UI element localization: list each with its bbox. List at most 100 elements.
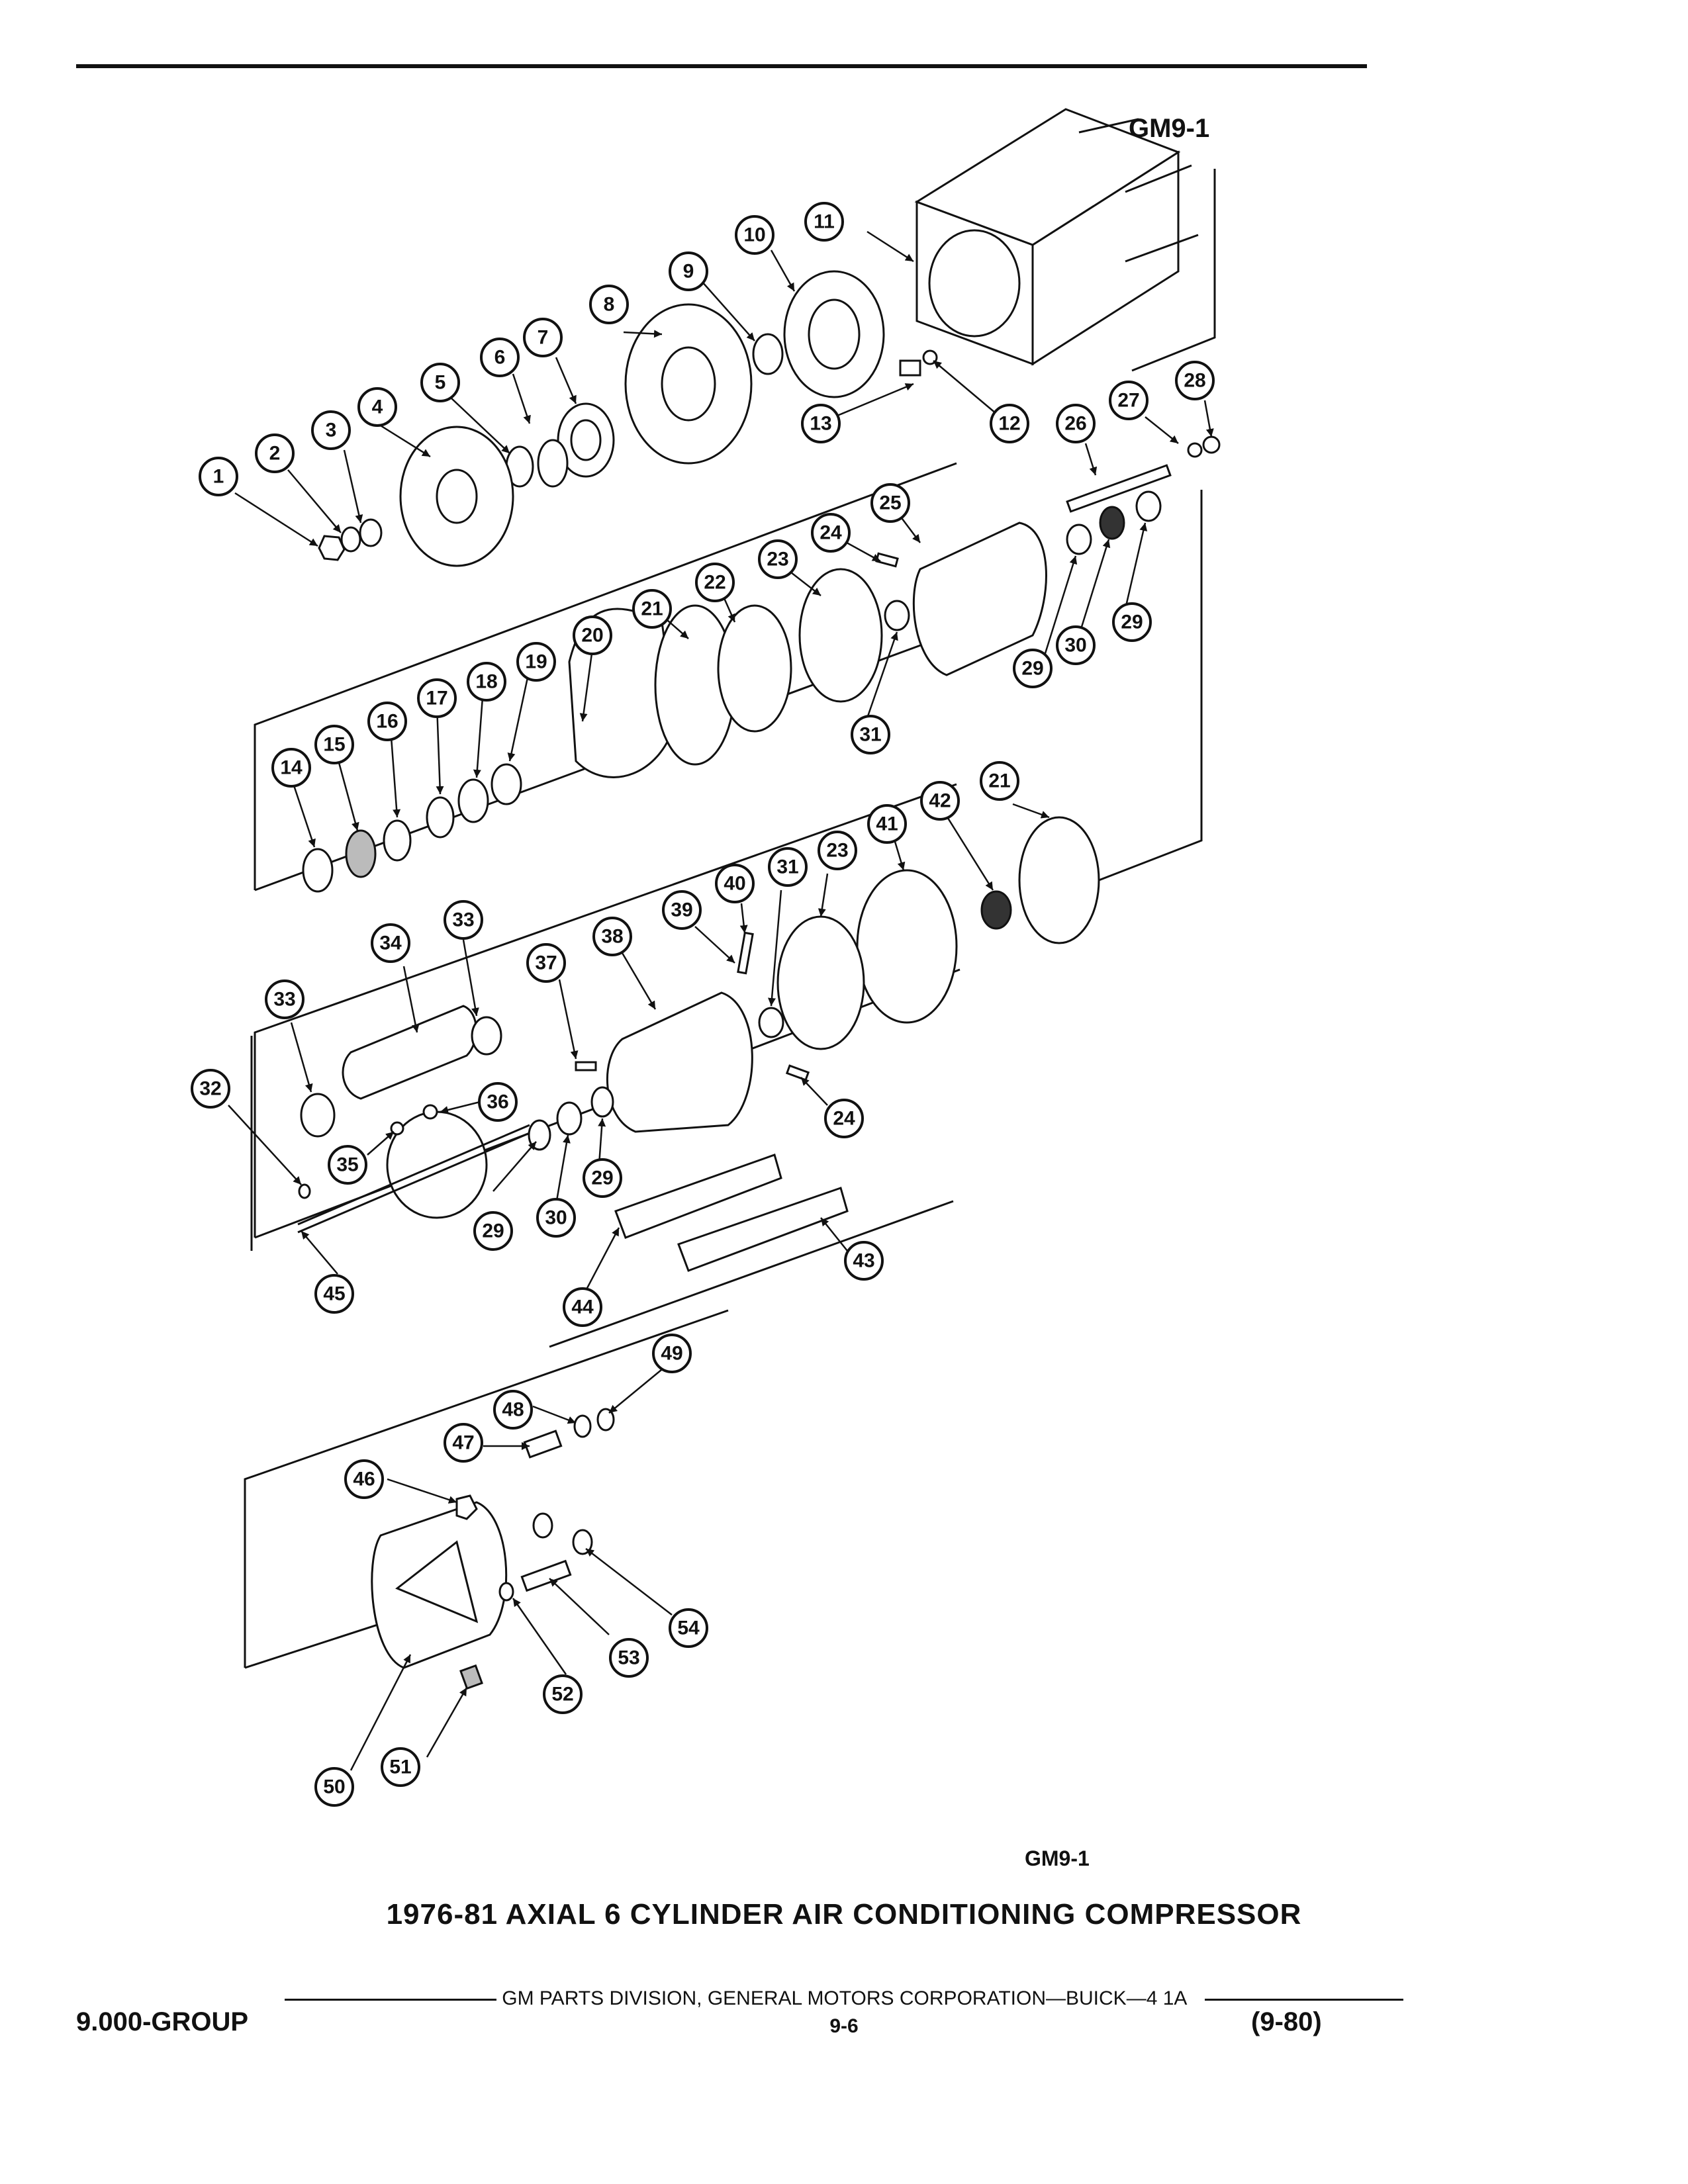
- svg-text:48: 48: [502, 1399, 524, 1421]
- callout-31b: 31: [768, 847, 808, 887]
- callout-16: 16: [367, 702, 407, 741]
- callout-43: 43: [844, 1241, 884, 1281]
- retainer-ring-1: [537, 439, 569, 488]
- svg-text:2: 2: [269, 443, 281, 465]
- callout-29a: 29: [1013, 649, 1053, 688]
- piston-34: [342, 1005, 477, 1100]
- ring-18: [457, 778, 489, 823]
- cylinder-rear: [606, 991, 753, 1133]
- callout-44: 44: [563, 1287, 602, 1327]
- nut-46: [455, 1494, 478, 1520]
- svg-text:7: 7: [538, 327, 549, 349]
- svg-text:25: 25: [879, 492, 901, 514]
- svg-text:12: 12: [998, 413, 1020, 435]
- svg-text:37: 37: [535, 952, 557, 974]
- callout-11: 11: [804, 202, 844, 242]
- svg-text:36: 36: [487, 1091, 508, 1113]
- ring-14: [302, 848, 334, 893]
- callout-38: 38: [592, 917, 632, 956]
- callout-35: 35: [328, 1145, 367, 1185]
- reed-valve-23: [798, 568, 883, 703]
- svg-text:53: 53: [618, 1647, 639, 1669]
- callout-36: 36: [478, 1082, 518, 1122]
- svg-text:24: 24: [833, 1108, 855, 1130]
- washer-52: [498, 1582, 514, 1602]
- callout-39: 39: [662, 890, 702, 930]
- svg-text:11: 11: [814, 211, 835, 233]
- callout-13: 13: [801, 404, 841, 443]
- shaft-45: [297, 1124, 530, 1226]
- cap-49: [596, 1408, 615, 1432]
- svg-text:10: 10: [743, 224, 765, 246]
- svg-text:32: 32: [199, 1078, 221, 1100]
- footer-rule-right: [1205, 1998, 1404, 2001]
- callout-33b: 33: [265, 979, 305, 1019]
- svg-text:16: 16: [376, 711, 398, 733]
- callout-24b: 24: [824, 1099, 864, 1138]
- callout-23b: 23: [818, 831, 857, 870]
- ring-17: [426, 796, 455, 839]
- callout-31a: 31: [851, 715, 890, 754]
- spacer: [359, 518, 383, 547]
- washer-29b: [1135, 490, 1162, 522]
- svg-text:23: 23: [767, 549, 788, 570]
- callout-17: 17: [417, 678, 457, 718]
- svg-text:50: 50: [323, 1776, 345, 1798]
- valve-53: [520, 1559, 572, 1592]
- gasket-44: [614, 1154, 782, 1239]
- callout-20: 20: [573, 615, 612, 655]
- callout-27: 27: [1109, 381, 1149, 420]
- svg-text:29: 29: [1021, 658, 1043, 680]
- callout-22: 22: [695, 563, 735, 602]
- pin-24b: [785, 1064, 810, 1081]
- svg-text:28: 28: [1184, 370, 1205, 392]
- shoe-36: [422, 1104, 438, 1120]
- callout-1: 1: [199, 457, 238, 496]
- callout-3: 3: [311, 410, 351, 450]
- svg-text:13: 13: [810, 413, 831, 435]
- svg-text:21: 21: [988, 770, 1010, 792]
- svg-text:45: 45: [323, 1283, 345, 1305]
- callout-32: 32: [191, 1069, 230, 1109]
- callout-26: 26: [1056, 404, 1096, 443]
- frame-lower: [244, 1309, 729, 1668]
- svg-text:18: 18: [475, 671, 497, 693]
- svg-text:40: 40: [724, 873, 745, 895]
- callout-10: 10: [735, 215, 774, 255]
- oring-27: [1187, 442, 1203, 458]
- callout-51: 51: [381, 1747, 420, 1787]
- ball-35: [390, 1121, 404, 1136]
- figure-caption: 1976-81 AXIAL 6 CYLINDER AIR CONDITIONIN…: [386, 1898, 1302, 1931]
- callout-45: 45: [314, 1274, 354, 1314]
- callout-42: 42: [920, 781, 960, 821]
- svg-text:39: 39: [671, 899, 692, 921]
- svg-text:29: 29: [591, 1167, 613, 1189]
- plate-41: [856, 869, 958, 1024]
- washer-29a: [1066, 523, 1092, 555]
- svg-text:41: 41: [876, 813, 898, 835]
- footer-page-number: 9-6: [829, 2015, 859, 2037]
- callout-54: 54: [669, 1608, 708, 1648]
- svg-text:19: 19: [525, 651, 547, 673]
- callout-4: 4: [357, 387, 397, 427]
- pin-26: [1066, 464, 1172, 513]
- callout-33a: 33: [444, 900, 483, 940]
- svg-text:54: 54: [677, 1617, 700, 1639]
- pin-40: [737, 931, 754, 975]
- callout-25: 25: [870, 483, 910, 523]
- svg-text:17: 17: [426, 688, 447, 709]
- seal-15: [345, 829, 377, 878]
- svg-text:29: 29: [482, 1220, 504, 1242]
- callout-40: 40: [715, 864, 755, 903]
- svg-text:4: 4: [372, 396, 383, 418]
- ring-33a: [471, 1016, 502, 1056]
- oring-48: [573, 1414, 592, 1438]
- svg-text:31: 31: [776, 856, 798, 878]
- gasket-43: [677, 1187, 849, 1272]
- callout-30a: 30: [1056, 625, 1096, 665]
- callout-19: 19: [516, 642, 556, 682]
- svg-text:49: 49: [661, 1343, 682, 1365]
- frame-upper-right: [1131, 169, 1216, 372]
- svg-text:21: 21: [641, 598, 663, 620]
- parts: [297, 108, 1221, 1690]
